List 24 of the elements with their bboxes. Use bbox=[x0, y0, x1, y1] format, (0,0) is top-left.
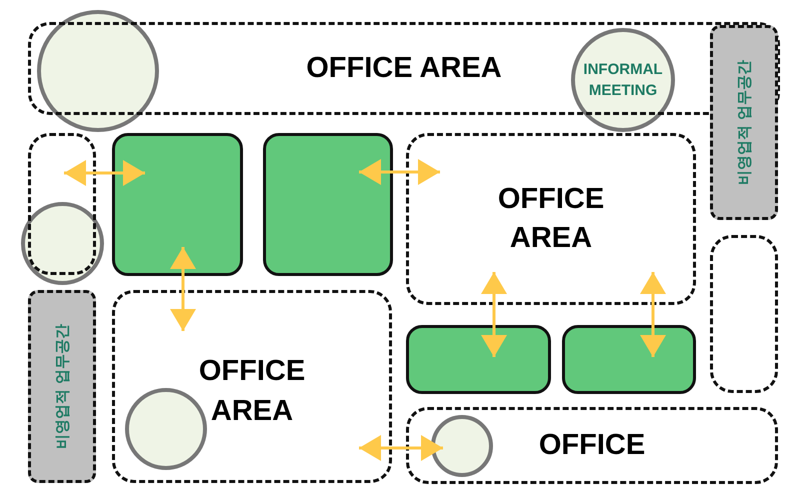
area-label: OFFICE bbox=[538, 428, 646, 463]
area-label: OFFICE AREA bbox=[306, 50, 502, 86]
area-label: OFFICE AREA bbox=[198, 354, 306, 428]
desk-block bbox=[263, 133, 393, 276]
dashed-area-box bbox=[112, 290, 392, 483]
dashed-area-box bbox=[406, 407, 778, 484]
double-arrow bbox=[359, 159, 440, 185]
dashed-area-box bbox=[406, 133, 696, 305]
band-label: 비영업적 업무공간 bbox=[734, 60, 754, 186]
double-arrow bbox=[359, 435, 443, 461]
desk-block bbox=[112, 133, 243, 276]
double-arrow bbox=[64, 160, 145, 186]
band-label: 비영업적 업무공간 bbox=[52, 324, 72, 450]
area-label: OFFICE AREA bbox=[496, 182, 606, 256]
double-arrow bbox=[640, 272, 666, 357]
double-arrow bbox=[481, 272, 507, 357]
area-label: INFORMAL MEETING bbox=[582, 60, 664, 101]
double-arrow bbox=[170, 247, 196, 331]
dashed-area-box bbox=[710, 235, 778, 393]
side-band bbox=[710, 25, 778, 220]
desk-block bbox=[562, 325, 696, 394]
side-band bbox=[28, 290, 96, 483]
desk-block bbox=[406, 325, 551, 394]
dashed-area-box bbox=[28, 133, 96, 275]
